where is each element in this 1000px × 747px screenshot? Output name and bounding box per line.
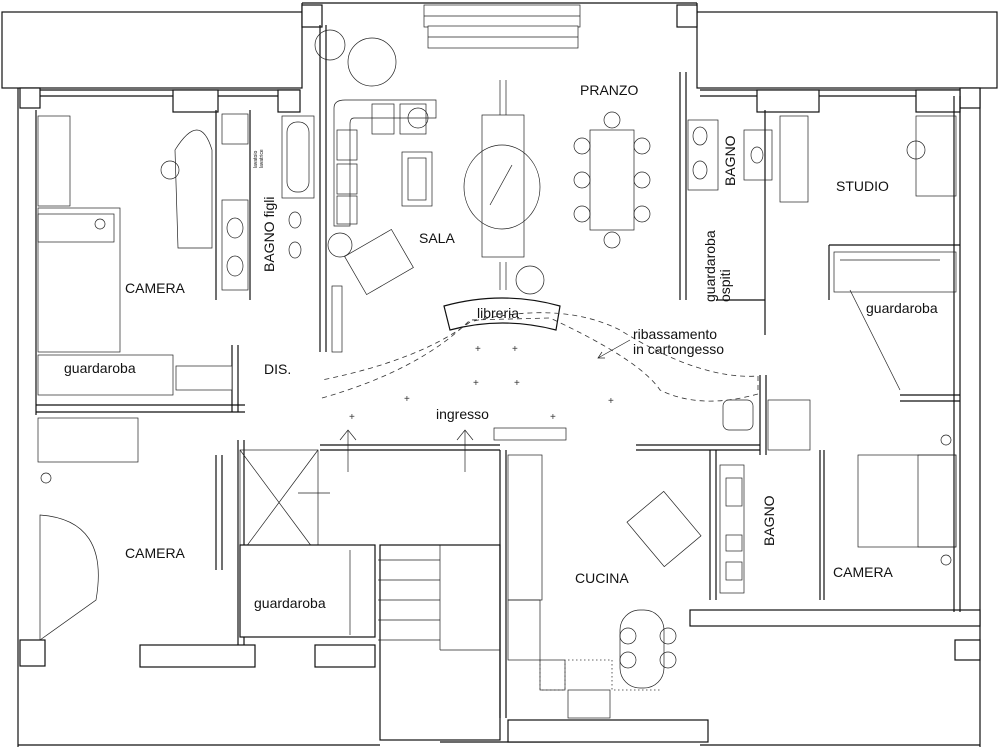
label-dis: DIS. <box>264 361 292 377</box>
entry-arrows <box>339 429 474 472</box>
label-guardaroba-e: guardaroba <box>866 300 938 316</box>
bathroom-fixtures <box>221 113 811 594</box>
label-bagno-ospiti: BAGNO <box>722 135 738 186</box>
svg-text:+: + <box>473 378 479 389</box>
svg-text:+: + <box>608 396 614 407</box>
label-guardaroba-ospiti: guardaroba ospiti <box>702 230 734 302</box>
svg-text:+: + <box>475 344 481 355</box>
living-furniture <box>314 29 545 353</box>
svg-text:+: + <box>512 344 518 355</box>
svg-text:+: + <box>550 412 556 423</box>
svg-text:+: + <box>514 378 520 389</box>
label-libreria: libreria <box>477 305 520 321</box>
bedroom-furniture <box>37 115 957 641</box>
label-pranzo: PRANZO <box>580 82 639 98</box>
label-guardaroba-sw: guardaroba <box>254 595 326 611</box>
label-lavatoio: lavatoio lavatrice <box>253 149 265 168</box>
label-bagno-se: BAGNO <box>761 495 777 546</box>
label-ingresso: ingresso <box>436 406 489 422</box>
interior-walls <box>35 25 961 718</box>
libreria-shelf <box>443 297 561 331</box>
label-sala: SALA <box>419 230 455 246</box>
svg-text:+: + <box>404 394 410 405</box>
ribassamento-outline <box>321 312 759 402</box>
label-ribassamento: ribassamento in cartongesso <box>633 326 725 358</box>
label-bagno-figli: BAGNO figli <box>261 196 277 272</box>
ceiling-spotlights: + + + + + + + + <box>349 344 614 423</box>
dining-table <box>573 111 651 249</box>
label-camera-se: CAMERA <box>833 564 893 580</box>
svg-text:+: + <box>349 412 355 423</box>
label-cucina: CUCINA <box>575 570 629 586</box>
label-camera-sw: CAMERA <box>125 545 185 561</box>
label-guardaroba-w: guardaroba <box>64 360 136 376</box>
label-camera-nw: CAMERA <box>125 280 185 296</box>
stairwell <box>239 449 501 741</box>
kitchen-furniture <box>493 427 702 719</box>
label-studio: STUDIO <box>836 178 889 194</box>
